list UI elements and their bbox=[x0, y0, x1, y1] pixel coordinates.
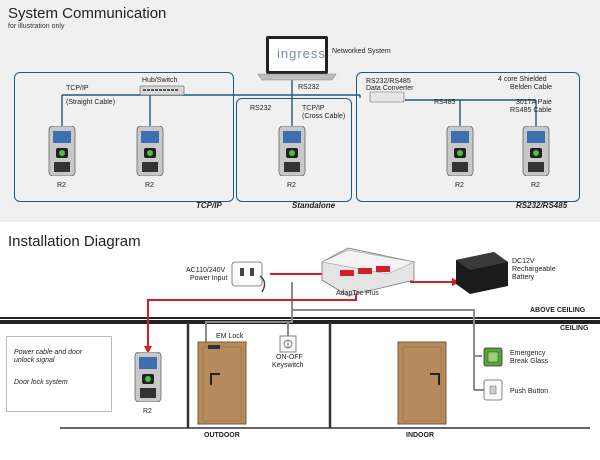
standalone-group-box bbox=[236, 98, 352, 202]
system-title: System Communication bbox=[8, 5, 167, 22]
tcpip-group-box bbox=[14, 72, 234, 202]
server-logo: ingress bbox=[277, 46, 326, 61]
tcpip-cross-label: TCP/IP bbox=[302, 105, 325, 112]
converter-label-1: RS232/RS485 bbox=[366, 78, 411, 85]
keyswitch-label-1: ON-OFF bbox=[276, 354, 303, 361]
rs-group-box bbox=[356, 72, 580, 202]
r2-device bbox=[136, 126, 164, 176]
outdoor-label: OUTDOOR bbox=[204, 432, 240, 439]
r2-device bbox=[446, 126, 474, 176]
r2-device bbox=[134, 352, 162, 402]
keyswitch-label-2: Keyswitch bbox=[272, 362, 304, 369]
legend-power-2: unlock signal bbox=[14, 357, 55, 364]
adaptec-label: AdapTec Plus bbox=[336, 290, 379, 297]
battery-label-2: Rechargeable bbox=[512, 266, 556, 273]
ceiling-label: CEILING bbox=[560, 325, 589, 332]
em-lock-label: EM Lock bbox=[216, 333, 244, 340]
r2-device bbox=[522, 126, 550, 176]
install-title: Installation Diagram bbox=[8, 233, 141, 250]
section-tcpip: TCP/IP bbox=[196, 201, 222, 210]
legend-power-1: Power cable and door bbox=[14, 349, 83, 356]
battery-label-3: Battery bbox=[512, 274, 535, 281]
device-label: R2 bbox=[455, 182, 464, 189]
device-label: R2 bbox=[57, 182, 66, 189]
paie-label-1: 3017A Paie bbox=[516, 99, 552, 106]
converter-label-2: Data Converter bbox=[366, 85, 414, 92]
paie-label-2: RS485 Cable bbox=[510, 107, 552, 114]
hub-label: Hub/Switch bbox=[142, 77, 178, 84]
cross-cable-label: (Cross Cable) bbox=[302, 113, 346, 120]
tcpip-label: TCP/IP bbox=[66, 85, 89, 92]
r2-device bbox=[278, 126, 306, 176]
emergency-label-2: Break Glass bbox=[510, 358, 549, 365]
indoor-label: INDOOR bbox=[406, 432, 434, 439]
legend bbox=[6, 336, 112, 412]
battery-label-1: DC12V bbox=[512, 258, 535, 265]
shielded-label-1: 4 core Shielded bbox=[498, 76, 547, 83]
rs485-label: RS485 bbox=[434, 99, 456, 106]
legend-lock: Door lock system bbox=[14, 379, 68, 386]
power-label-1: AC110/240V bbox=[186, 267, 226, 274]
straight-cable-label: (Straight Cable) bbox=[66, 99, 116, 106]
push-button-label: Push Button bbox=[510, 388, 549, 395]
above-ceiling-label: ABOVE CEILING bbox=[530, 307, 586, 314]
section-standalone: Standalone bbox=[292, 201, 336, 210]
r2-device bbox=[48, 126, 76, 176]
server-label: Networked System bbox=[332, 48, 391, 55]
device-label: R2 bbox=[531, 182, 540, 189]
device-label: R2 bbox=[143, 408, 152, 415]
power-label-2: Power Input bbox=[190, 275, 228, 282]
system-subtitle: for illustration only bbox=[8, 23, 65, 30]
emergency-label-1: Emergency bbox=[510, 350, 546, 357]
section-rs: RS232/RS485 bbox=[516, 201, 568, 210]
rs232-left-label: RS232 bbox=[250, 105, 272, 112]
device-label: R2 bbox=[287, 182, 296, 189]
rs232-top-label: RS232 bbox=[298, 84, 320, 91]
shielded-label-2: Belden Cable bbox=[510, 84, 553, 91]
device-label: R2 bbox=[145, 182, 154, 189]
